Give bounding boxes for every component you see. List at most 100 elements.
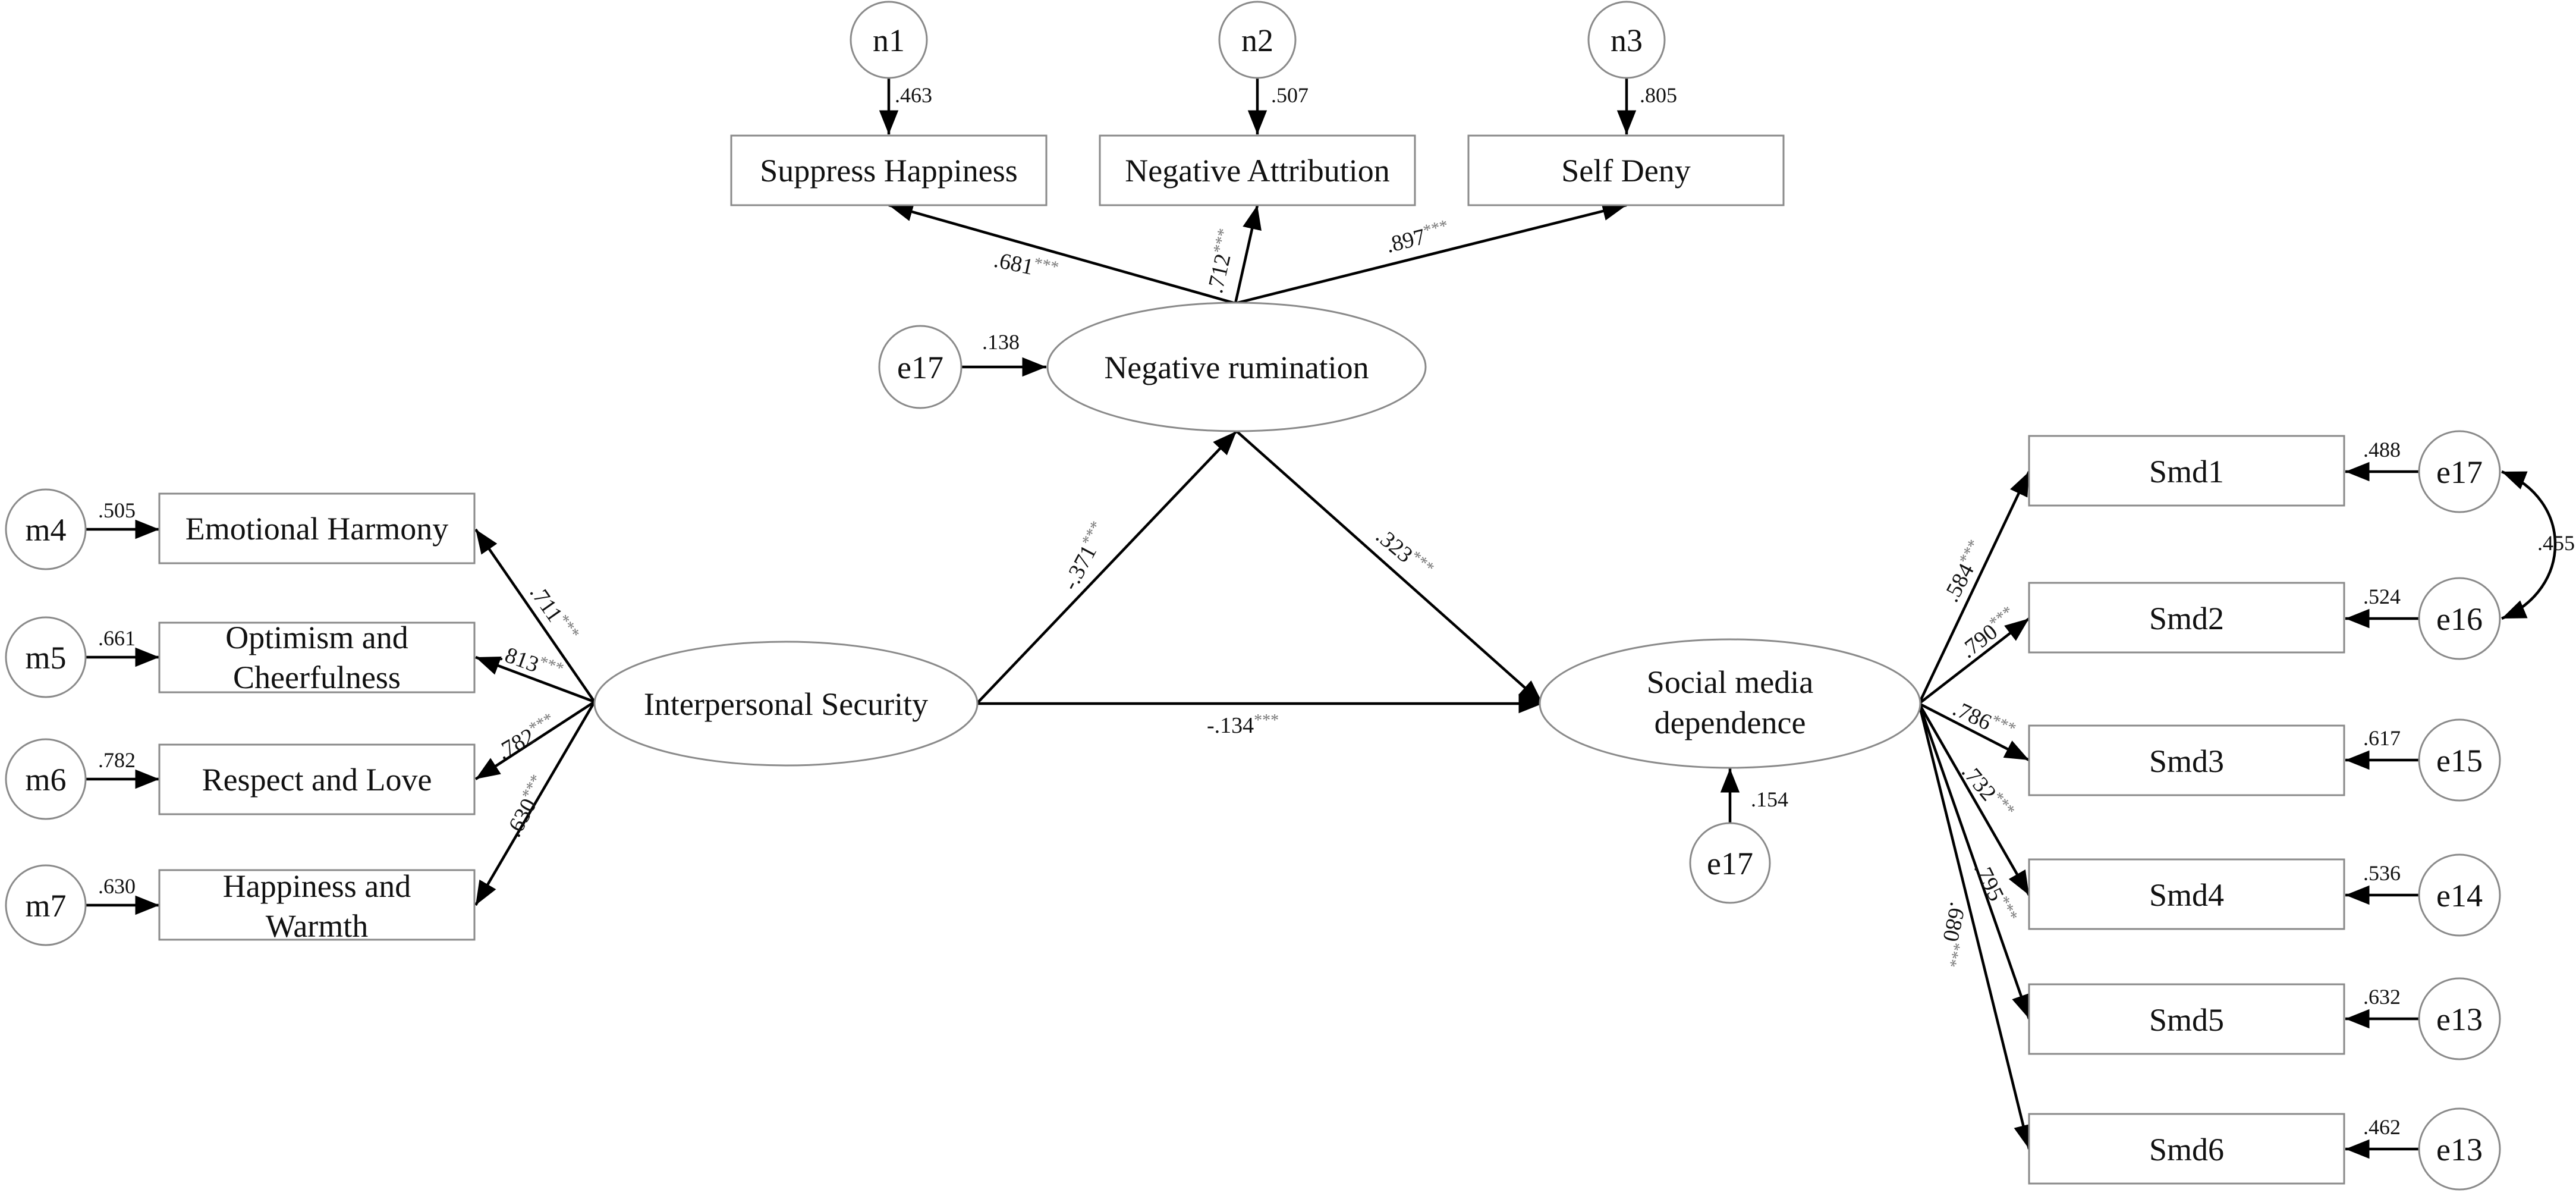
coef-security-to-dependence: -.134*** bbox=[1207, 711, 1279, 738]
error-m5: m5 bbox=[5, 616, 87, 698]
svg-text:e13: e13 bbox=[2436, 1002, 2483, 1037]
svg-text:m7: m7 bbox=[25, 888, 66, 924]
svg-text:e15: e15 bbox=[2436, 743, 2483, 779]
error-e16-smd2: e16 bbox=[2418, 577, 2501, 660]
svg-text:Warmth: Warmth bbox=[266, 908, 369, 944]
error-n2: n2 bbox=[1218, 1, 1297, 79]
svg-text:e13: e13 bbox=[2436, 1132, 2483, 1167]
svg-text:Smd4: Smd4 bbox=[2149, 877, 2224, 913]
svg-text:Respect and Love: Respect and Love bbox=[202, 762, 432, 798]
error-value-smd6: .462 bbox=[2363, 1115, 2401, 1139]
box-optimism-and-cheerfulness: Optimism and Cheerfulness bbox=[158, 620, 476, 695]
svg-text:Smd1: Smd1 bbox=[2149, 454, 2224, 489]
svg-text:n1: n1 bbox=[873, 23, 905, 58]
path-rumination-to-negative-attribution bbox=[1234, 205, 1262, 304]
error-value-n1: .463 bbox=[895, 83, 932, 107]
error-value-m4: .505 bbox=[98, 498, 136, 522]
box-smd4: Smd4 bbox=[2028, 858, 2345, 930]
path-dependence-to-smd4 bbox=[1918, 702, 2030, 896]
error-value-m7: .630 bbox=[98, 874, 136, 898]
error-m7: m7 bbox=[5, 864, 87, 946]
error-value-smd4: .536 bbox=[2363, 861, 2401, 885]
svg-text:Smd5: Smd5 bbox=[2149, 1002, 2224, 1038]
svg-text:dependence: dependence bbox=[1655, 705, 1806, 740]
error-e17-smd1: e17 bbox=[2418, 430, 2501, 513]
svg-text:Smd3: Smd3 bbox=[2149, 743, 2224, 779]
box-smd6: Smd6 bbox=[2028, 1113, 2345, 1185]
path-security-to-optimism bbox=[475, 655, 595, 704]
covariance-e17-e16 bbox=[2501, 470, 2557, 620]
svg-text:Suppress Happiness: Suppress Happiness bbox=[760, 153, 1017, 189]
svg-text:e16: e16 bbox=[2436, 601, 2483, 637]
latent-social-media-dependence: Social media dependence bbox=[1539, 638, 1921, 769]
box-smd5: Smd5 bbox=[2028, 983, 2345, 1055]
coef-security-to-rumination: -.371*** bbox=[1056, 518, 1114, 594]
svg-text:Smd6: Smd6 bbox=[2149, 1132, 2224, 1167]
error-e17-dependence: e17 bbox=[1689, 822, 1771, 904]
loading-dependence-4: .732*** bbox=[1957, 758, 2018, 825]
latent-interpersonal-security: Interpersonal Security bbox=[593, 641, 979, 767]
error-n1: n1 bbox=[850, 1, 928, 79]
loading-security-3: .782*** bbox=[492, 710, 561, 765]
svg-text:Cheerfulness: Cheerfulness bbox=[233, 660, 401, 695]
error-e13-smd6: e13 bbox=[2418, 1107, 2501, 1191]
error-e14-smd4: e14 bbox=[2418, 853, 2501, 937]
error-value-e17-rumination: .138 bbox=[982, 330, 1020, 354]
coef-rumination-to-dependence: .323*** bbox=[1371, 522, 1438, 583]
error-value-n2: .507 bbox=[1271, 83, 1309, 107]
box-happiness-and-warmth: Happiness and Warmth bbox=[158, 868, 476, 944]
svg-text:n2: n2 bbox=[1241, 23, 1273, 58]
error-e17-rumination: e17 bbox=[878, 325, 963, 409]
error-value-m6: .782 bbox=[98, 748, 136, 772]
path-security-to-emotional-harmony bbox=[474, 528, 596, 703]
svg-text:Negative rumination: Negative rumination bbox=[1104, 350, 1369, 385]
svg-text:Optimism and: Optimism and bbox=[225, 620, 408, 655]
svg-text:Negative Attribution: Negative Attribution bbox=[1125, 153, 1389, 189]
path-rumination-to-suppress-happiness bbox=[888, 202, 1236, 305]
path-dependence-to-smd1 bbox=[1917, 471, 2031, 704]
path-security-to-respect bbox=[474, 701, 596, 780]
path-dependence-to-smd5 bbox=[1917, 703, 2031, 1019]
svg-text:n3: n3 bbox=[1611, 23, 1643, 58]
latent-negative-rumination: Negative rumination bbox=[1046, 302, 1427, 432]
svg-text:Emotional Harmony: Emotional Harmony bbox=[185, 511, 448, 547]
svg-text:m4: m4 bbox=[25, 512, 66, 548]
error-e15-smd3: e15 bbox=[2418, 718, 2501, 802]
path-security-to-rumination bbox=[976, 430, 1238, 705]
box-smd2: Smd2 bbox=[2028, 582, 2345, 654]
box-smd1: Smd1 bbox=[2028, 435, 2345, 507]
box-self-deny: Self Deny bbox=[1467, 134, 1785, 206]
svg-text:m5: m5 bbox=[25, 640, 66, 676]
error-value-smd1: .488 bbox=[2363, 438, 2401, 462]
path-rumination-to-self-deny bbox=[1235, 202, 1627, 305]
box-respect-and-love: Respect and Love bbox=[158, 743, 476, 815]
error-m6: m6 bbox=[5, 738, 87, 820]
error-value-m5: .661 bbox=[98, 626, 136, 650]
loading-dependence-6: .680*** bbox=[1933, 900, 1973, 968]
svg-text:e14: e14 bbox=[2436, 878, 2483, 914]
error-value-smd3: .617 bbox=[2363, 726, 2401, 750]
error-n3: n3 bbox=[1587, 1, 1666, 79]
error-e13-smd5: e13 bbox=[2418, 977, 2501, 1060]
svg-text:e17: e17 bbox=[2436, 454, 2483, 490]
svg-text:Social media: Social media bbox=[1647, 664, 1813, 700]
loading-security-4: .630*** bbox=[499, 771, 553, 841]
loading-rumination-2: .712*** bbox=[1201, 227, 1241, 296]
path-dependence-to-smd2 bbox=[1918, 617, 2030, 705]
box-emotional-harmony: Emotional Harmony bbox=[158, 492, 476, 564]
svg-text:e17: e17 bbox=[897, 350, 943, 385]
svg-text:m6: m6 bbox=[25, 762, 66, 798]
error-value-n3: .805 bbox=[1640, 83, 1677, 107]
svg-text:Happiness and: Happiness and bbox=[223, 868, 411, 904]
svg-text:Self Deny: Self Deny bbox=[1561, 153, 1690, 189]
box-suppress-happiness: Suppress Happiness bbox=[730, 134, 1048, 206]
path-security-to-happiness bbox=[474, 701, 596, 906]
error-m4: m4 bbox=[5, 488, 87, 570]
svg-text:e17: e17 bbox=[1707, 846, 1753, 881]
covariance-value: .455 bbox=[2537, 531, 2575, 555]
svg-text:Smd2: Smd2 bbox=[2149, 601, 2224, 636]
path-rumination-to-dependence bbox=[1235, 430, 1544, 705]
svg-text:Interpersonal Security: Interpersonal Security bbox=[644, 686, 928, 722]
error-value-smd5: .632 bbox=[2363, 985, 2401, 1009]
